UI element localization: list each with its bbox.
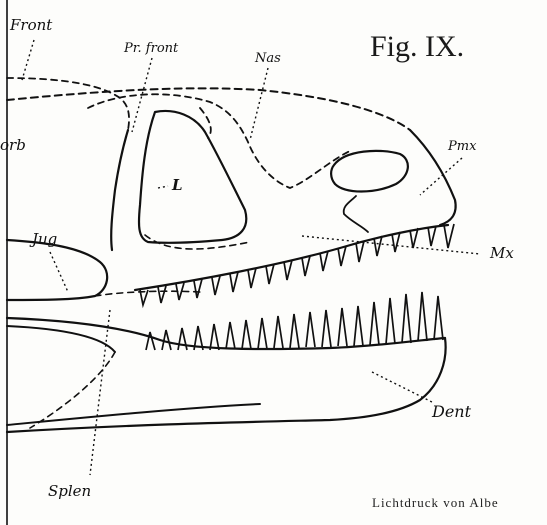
upper-tooth [428,226,436,246]
label-orb: orb [0,138,26,153]
jugal-outline [7,240,107,300]
lower-tooth [306,312,315,347]
leader-jug [50,252,68,292]
leader-lines [22,40,480,475]
upper-tooth [302,256,310,276]
lower-tooth [178,328,187,350]
label-prefront: Pr. front [124,42,178,55]
articular-outline [7,326,115,352]
label-pmx: Pmx [448,140,476,153]
label-nas: Nas [255,52,281,65]
lower-tooth [386,298,395,344]
lower-tooth [434,296,443,340]
lower-tooth [402,294,411,343]
lower-tooth [418,292,427,341]
nostril [331,151,408,192]
lower-tooth [242,320,251,349]
lower-tooth [370,302,379,345]
upper-tooth [212,276,220,295]
label-splen: Splen [48,484,91,499]
label-front: Front [10,18,52,33]
upper-teeth [140,224,454,305]
lower-tooth [354,306,363,346]
upper-tooth [194,279,202,298]
figure-title: Fig. IX. [370,32,464,62]
label-jug: Jug [32,232,57,247]
leader-l [158,186,168,188]
lower-tooth [290,314,299,348]
lower-tooth [146,332,155,350]
lower-tooth [210,324,219,350]
maxilla-tooth-line [135,225,448,290]
leader-front [22,40,34,80]
lower-tooth [226,322,235,349]
frontal-suture [7,78,129,130]
label-l: L [172,178,183,193]
nasal-outline [88,94,352,188]
lower-tooth [338,308,347,346]
maxilla-process [344,196,368,232]
upper-tooth [444,224,454,248]
orbit [111,130,128,250]
lower-tooth [258,318,267,349]
label-dent: Dent [432,404,471,420]
upper-tooth [248,268,256,288]
skull-roof-outline [7,88,410,130]
leader-nas [250,68,268,140]
label-mx: Mx [490,246,514,261]
lacrimal-window [139,111,246,243]
lower-tooth [322,310,331,347]
leader-pmx [420,158,462,195]
leader-splen [90,310,110,475]
upper-tooth [158,286,166,303]
lower-tooth [162,330,171,350]
lower-tooth [274,316,283,348]
print-credit: Lichtdruck von Albe [372,496,499,509]
lower-teeth [146,292,443,350]
upper-tooth [230,272,238,292]
